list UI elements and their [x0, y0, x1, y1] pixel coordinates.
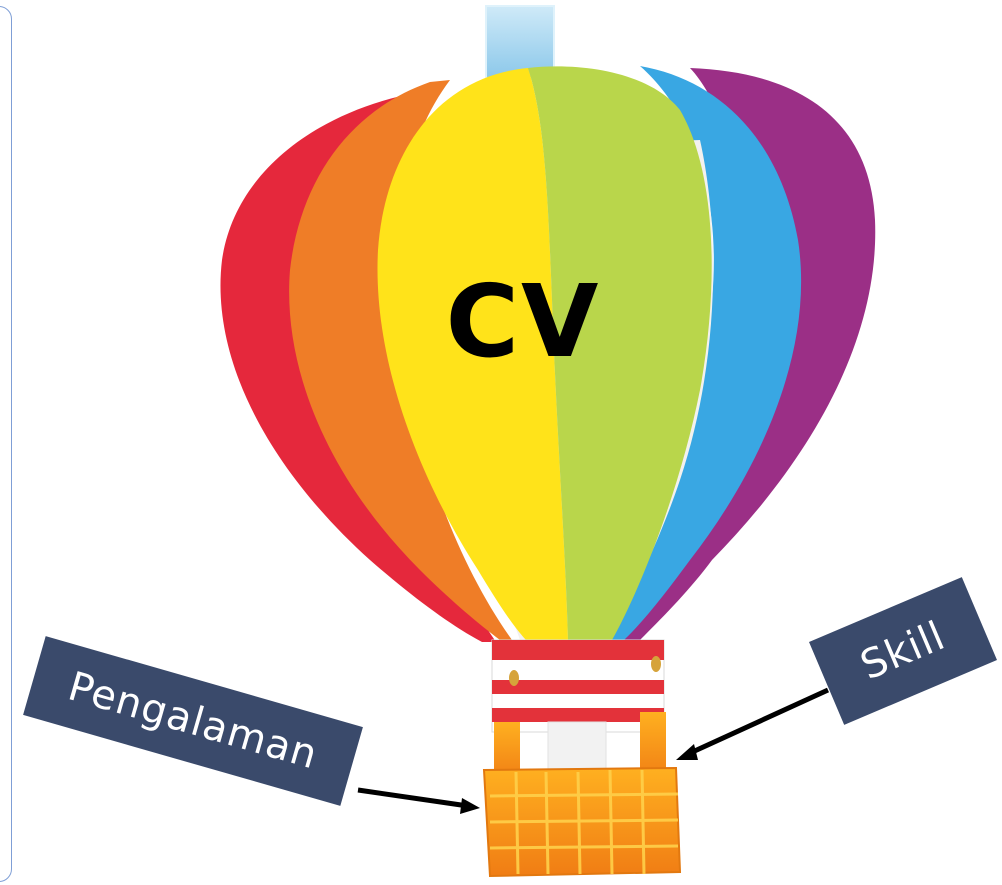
- hanging-strap: [485, 5, 555, 79]
- balloon-gore-green: [528, 66, 712, 640]
- basket-red-stripe-low: [492, 708, 664, 722]
- basket-rivet-left: [509, 670, 519, 686]
- basket-red-stripe-top: [492, 640, 664, 660]
- callout-skill-text: Skill: [854, 612, 952, 690]
- balloon-gore-yellow: [377, 68, 568, 640]
- basket-weave-pattern: [489, 769, 679, 875]
- basket-rivet-right: [651, 656, 661, 672]
- cv-label: CV: [445, 263, 601, 380]
- basket-red-stripe-mid: [492, 680, 664, 694]
- arrow-to-basket-right: [676, 687, 830, 760]
- arrow-to-basket-left: [357, 787, 480, 814]
- basket-gas-cylinder: [547, 721, 607, 773]
